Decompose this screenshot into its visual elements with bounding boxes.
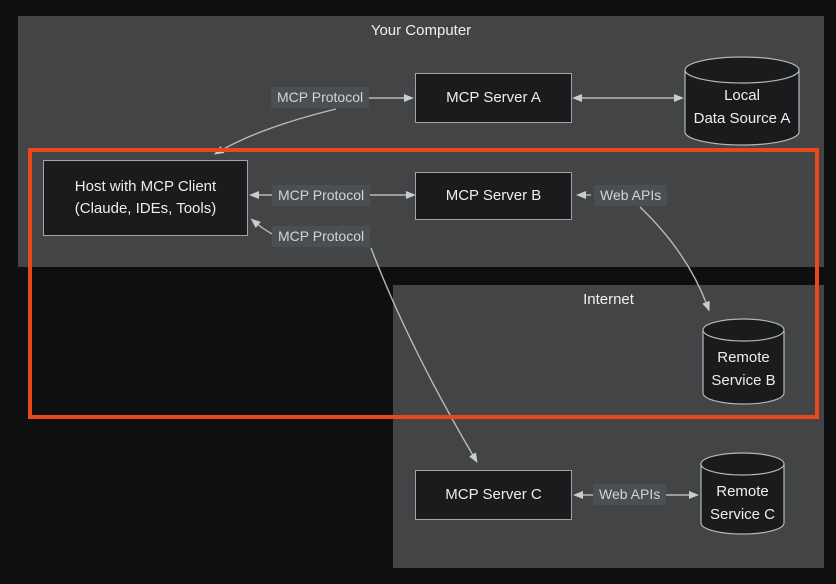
internet-title: Internet [583,291,634,308]
node-mcp-server-a: MCP Server A [415,73,572,123]
local-data-source-a-line1: Local [724,87,760,104]
remote-service-c-line2: Service C [709,506,776,523]
remote-service-b-line1: Remote [717,349,770,366]
remote-service-b-label: Remote Service B [702,346,785,392]
node-local-data-source-a: Local Data Source A [684,56,800,146]
edge-label-mcp-protocol-a: MCP Protocol [271,87,370,108]
node-mcp-server-b: MCP Server B [415,172,572,220]
edge-mcp-protocol-to-host-top [213,108,337,155]
edge-web-apis-to-remote-service-b [639,206,710,312]
node-remote-service-c: Remote Service C [700,452,785,536]
edge-label-web-apis-b: Web APIs [594,185,668,206]
edge-label-mcp-protocol-b: MCP Protocol [272,185,371,206]
local-data-source-a-line2: Data Source A [693,110,791,127]
mcp-server-a-label: MCP Server A [446,89,541,106]
host-label-line2: (Claude, IDEs, Tools) [74,200,217,217]
edge-label-web-apis-c: Web APIs [593,484,667,505]
node-mcp-server-c: MCP Server C [415,470,572,520]
edge-mcp-protocol-to-host-right [250,218,273,235]
edge-mcp-protocol-to-server-c [370,247,478,464]
local-data-source-a-label: Local Data Source A [684,84,800,130]
node-host-with-mcp-client: Host with MCP Client (Claude, IDEs, Tool… [43,160,248,236]
mcp-server-b-label: MCP Server B [445,187,542,204]
database-cylinder-icon [702,318,785,405]
database-cylinder-icon [684,56,800,146]
your-computer-title: Your Computer [370,22,472,39]
node-remote-service-b: Remote Service B [702,318,785,405]
host-label-line1: Host with MCP Client [74,178,217,195]
host-label: Host with MCP Client (Claude, IDEs, Tool… [75,176,216,220]
mcp-server-c-label: MCP Server C [445,486,542,503]
remote-service-b-line2: Service B [711,372,776,389]
remote-service-c-label: Remote Service C [700,480,785,526]
database-cylinder-icon [700,452,785,535]
remote-service-c-line1: Remote [716,483,769,500]
edge-label-mcp-protocol-c: MCP Protocol [272,226,371,247]
